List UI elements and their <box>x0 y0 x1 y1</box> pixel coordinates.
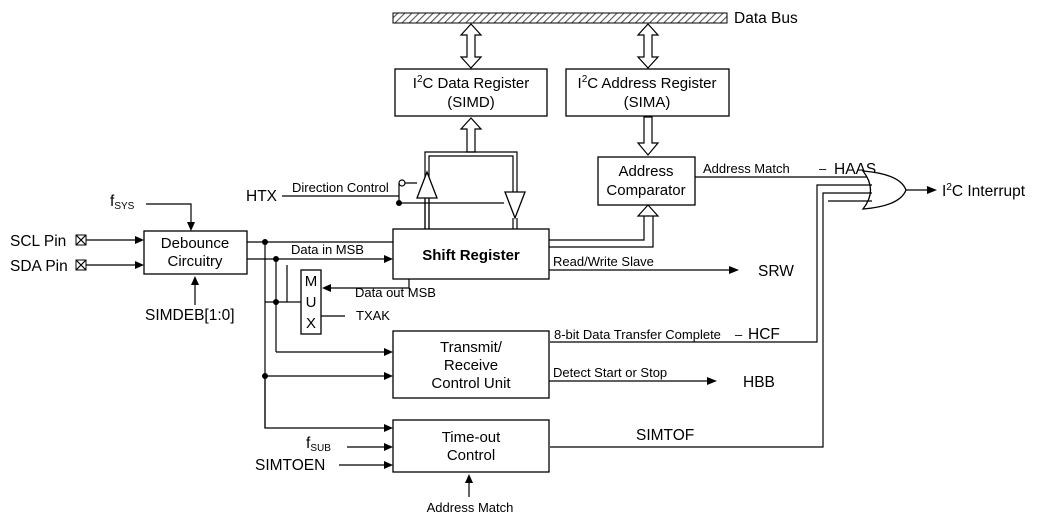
hbb-output-label: HBB <box>743 374 775 391</box>
sima-register-title: I2C Address Register <box>578 74 717 92</box>
or-gate-icon <box>861 170 907 210</box>
txak-label: TXAK <box>356 308 390 323</box>
direction-control-label: Direction Control <box>292 180 389 195</box>
buffer-bus-lines <box>424 151 518 229</box>
interrupt-arrow <box>927 186 937 194</box>
simtoen-label: SIMTOEN <box>255 457 325 474</box>
timeout-control-box <box>392 419 550 473</box>
sima-register-name: (SIMA) <box>624 94 671 111</box>
interrupt-output-label: I2C Interrupt <box>942 182 1026 200</box>
simdeb-label: SIMDEB[1:0] <box>145 307 235 324</box>
address-comparator-box <box>597 156 696 206</box>
comparator-line1: Address <box>618 163 673 180</box>
inverter-bubble <box>398 179 406 187</box>
simd-register-name: (SIMD) <box>447 94 495 111</box>
debounce-box <box>143 230 248 275</box>
mux-letter-u: U <box>306 294 317 311</box>
fsys-label: fSYS <box>110 193 135 212</box>
simtof-label: SIMTOF <box>636 427 694 444</box>
comparator-line2: Comparator <box>606 182 685 199</box>
down-buffer-icon <box>504 191 526 220</box>
srw-output-label: SRW <box>758 263 794 280</box>
sima-comparator-arrow <box>636 116 660 156</box>
simd-register-box <box>394 68 548 117</box>
shift-register-box <box>392 228 550 280</box>
data-bus-label: Data Bus <box>734 10 798 27</box>
address-match-label: Address Match <box>703 161 790 176</box>
hcf-label: HCF <box>748 326 780 343</box>
detect-start-stop-label: Detect Start or Stop <box>553 365 667 380</box>
bus-sima-arrow <box>636 23 660 69</box>
mux-letter-m: M <box>305 273 318 290</box>
transmit-receive-line3: Control Unit <box>431 375 511 392</box>
simd-register-title: I2C Data Register <box>413 74 529 92</box>
scl-pin-label: SCL Pin <box>10 233 66 250</box>
transmit-receive-line2: Receive <box>444 357 498 374</box>
timeout-line2: Control <box>447 447 495 464</box>
transmit-receive-line1: Transmit/ <box>440 339 503 356</box>
bus-simd-arrow <box>459 23 483 69</box>
timeout-line1: Time-out <box>442 429 501 446</box>
sda-pin-label: SDA Pin <box>10 258 68 275</box>
mux-letter-x: X <box>306 315 316 332</box>
fsub-label: fSUB <box>306 435 331 454</box>
simd-up-arrow <box>459 117 483 153</box>
transfer-complete-label: 8-bit Data Transfer Complete <box>554 327 721 342</box>
shift-register-label: Shift Register <box>422 247 520 264</box>
address-match-input-label: Address Match <box>427 500 514 515</box>
up-buffer-icon <box>416 170 438 199</box>
sima-register-box <box>565 68 730 117</box>
htx-label: HTX <box>246 188 278 205</box>
data-out-msb-label: Data out MSB <box>355 285 436 300</box>
debounce-line2: Circuitry <box>168 253 223 270</box>
transfer-complete-dash: – <box>735 327 743 342</box>
data-bus <box>392 12 728 24</box>
address-match-dash: – <box>819 161 827 176</box>
read-write-slave-label: Read/Write Slave <box>553 254 654 269</box>
debounce-line1: Debounce <box>161 235 229 252</box>
data-in-msb-label: Data in MSB <box>291 242 364 257</box>
shift-to-comparator-lines <box>549 216 654 248</box>
comparator-input-arrow <box>636 204 660 217</box>
transmit-receive-box <box>392 330 550 399</box>
